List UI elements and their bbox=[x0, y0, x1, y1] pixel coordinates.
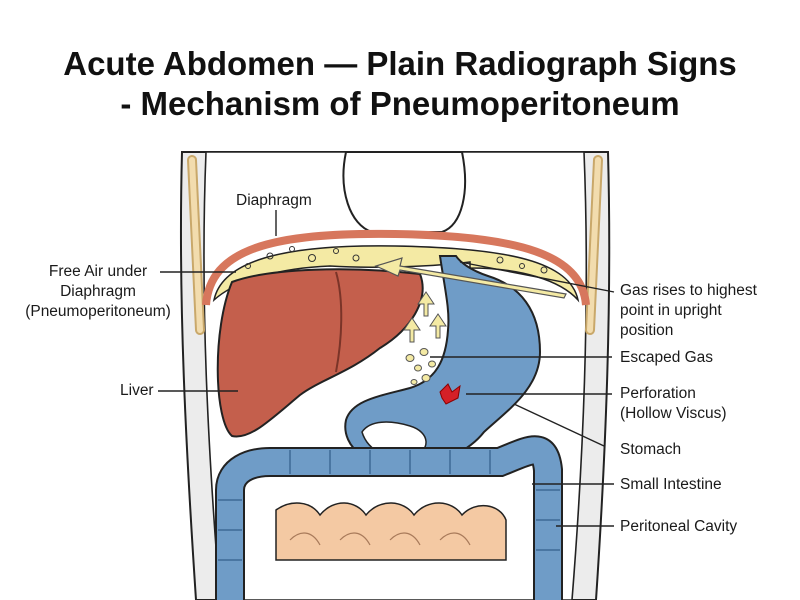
perforation-site bbox=[439, 383, 461, 405]
label-perforation-line-2: (Hollow Viscus) bbox=[620, 405, 727, 422]
free-air-region bbox=[212, 245, 580, 303]
heart-outline bbox=[342, 151, 466, 233]
label-free-air: Free Air under Diaphragm (Pneumoperitone… bbox=[18, 262, 178, 322]
label-perforation: Perforation (Hollow Viscus) bbox=[620, 384, 727, 424]
label-free-air-line-3: (Pneumoperitoneum) bbox=[25, 303, 171, 320]
gas-rise-arrow bbox=[374, 257, 567, 299]
title-line-2: - Mechanism of Pneumoperitoneum bbox=[120, 85, 680, 122]
leader-lines bbox=[158, 210, 615, 527]
rib-left bbox=[187, 155, 205, 335]
label-gas-rises-line-2: point in upright bbox=[620, 302, 722, 319]
label-peritoneal-cavity: Peritoneal Cavity bbox=[620, 518, 738, 535]
escaped-gas-bubbles bbox=[405, 348, 436, 385]
small-bowel bbox=[275, 502, 507, 561]
label-perforation-line-1: Perforation bbox=[620, 385, 696, 402]
gas-up-arrows bbox=[403, 291, 447, 343]
title-line-1: Acute Abdomen — Plain Radiograph Signs bbox=[63, 45, 737, 82]
diaphragm bbox=[202, 229, 590, 306]
label-liver: Liver bbox=[120, 382, 154, 399]
liver bbox=[216, 268, 424, 438]
label-gas-rises: Gas rises to highest point in upright po… bbox=[620, 281, 757, 341]
label-free-air-line-1: Free Air under bbox=[48, 263, 148, 280]
page-title: Acute Abdomen — Plain Radiograph Signs -… bbox=[0, 44, 800, 124]
label-gas-rises-line-1: Gas rises to highest bbox=[620, 282, 757, 299]
label-small-intestine: Small Intestine bbox=[620, 476, 722, 493]
rib-right bbox=[585, 155, 603, 335]
label-escaped-gas: Escaped Gas bbox=[620, 349, 714, 366]
label-gas-rises-line-3: position bbox=[620, 322, 674, 339]
liver-ligament bbox=[335, 271, 343, 373]
large-intestine bbox=[215, 435, 563, 600]
label-stomach: Stomach bbox=[620, 441, 682, 458]
label-free-air-line-2: Diaphragm bbox=[60, 283, 136, 300]
label-diaphragm: Diaphragm bbox=[236, 192, 312, 209]
